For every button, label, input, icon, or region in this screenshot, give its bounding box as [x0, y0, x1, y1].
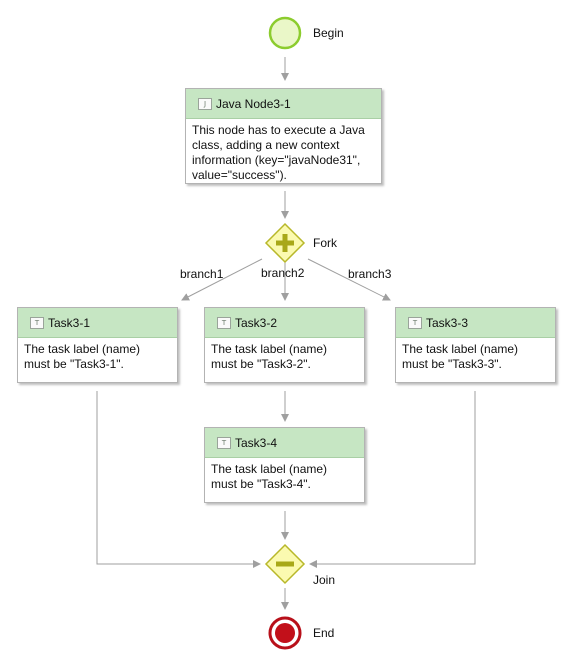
description-line: must be "Task3-4".	[211, 477, 311, 491]
node-header: T Task3-2	[205, 308, 364, 338]
description-line: class, adding a new context	[192, 138, 340, 152]
node-description: The task label (name) must be "Task3-4".	[205, 458, 364, 492]
branch3-label: branch3	[348, 267, 392, 281]
node-header: T Task3-1	[18, 308, 177, 338]
node-title: Task3-2	[235, 315, 278, 330]
task3-3-node[interactable]: T Task3-3 The task label (name) must be …	[395, 307, 556, 383]
task-icon: T	[217, 436, 231, 449]
branch1-label: branch1	[180, 267, 224, 281]
end-event-icon[interactable]	[268, 616, 302, 650]
java-node[interactable]: J Java Node3-1 This node has to execute …	[185, 88, 382, 184]
description-line: The task label (name)	[402, 342, 519, 356]
task3-1-node[interactable]: T Task3-1 The task label (name) must be …	[17, 307, 178, 383]
node-header: T Task3-3	[396, 308, 555, 338]
join-label: Join	[313, 573, 336, 587]
description-line: value="success").	[192, 168, 287, 182]
node-title: Task3-4	[235, 435, 278, 450]
node-title: Task3-1	[48, 315, 91, 330]
node-header: J Java Node3-1	[186, 89, 381, 119]
branch2-label: branch2	[261, 266, 305, 280]
end-label: End	[313, 626, 335, 640]
description-line: information (key="javaNode31",	[192, 153, 361, 167]
node-description: This node has to execute a Java class, a…	[186, 119, 381, 183]
java-node-icon: J	[198, 97, 212, 110]
task3-4-node[interactable]: T Task3-4 The task label (name) must be …	[204, 427, 365, 503]
join-gateway-icon[interactable]	[264, 543, 306, 585]
task-icon: T	[217, 316, 231, 329]
description-line: This node has to execute a Java	[192, 123, 365, 137]
begin-event-icon[interactable]	[268, 16, 302, 50]
node-title: Task3-3	[426, 315, 469, 330]
edge-fork-task3	[307, 258, 391, 301]
description-line: must be "Task3-1".	[24, 357, 124, 371]
task-icon: T	[30, 316, 44, 329]
edge-task1-join	[96, 391, 261, 568]
edge-fork-task1	[181, 258, 263, 301]
description-line: The task label (name)	[211, 342, 328, 356]
fork-gateway-icon[interactable]	[264, 222, 306, 264]
edge-task3-join	[309, 391, 476, 568]
node-title: Java Node3-1	[216, 96, 291, 111]
task3-2-node[interactable]: T Task3-2 The task label (name) must be …	[204, 307, 365, 383]
node-description: The task label (name) must be "Task3-3".	[396, 338, 555, 372]
description-line: The task label (name)	[24, 342, 141, 356]
fork-label: Fork	[313, 236, 337, 250]
node-description: The task label (name) must be "Task3-2".	[205, 338, 364, 372]
description-line: The task label (name)	[211, 462, 328, 476]
begin-label: Begin	[313, 26, 344, 40]
description-line: must be "Task3-2".	[211, 357, 311, 371]
node-header: T Task3-4	[205, 428, 364, 458]
task-icon: T	[408, 316, 422, 329]
node-description: The task label (name) must be "Task3-1".	[18, 338, 177, 372]
description-line: must be "Task3-3".	[402, 357, 502, 371]
